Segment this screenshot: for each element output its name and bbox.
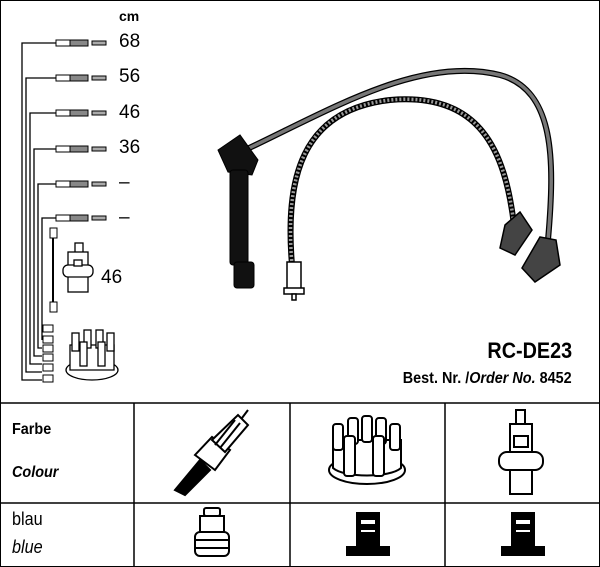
lead-length-6: – — [119, 207, 130, 228]
order-prefix: Best. Nr. / — [403, 370, 470, 387]
distributor-boot-2 — [521, 236, 561, 283]
lead-length-1: 68 — [119, 31, 141, 52]
coil-boot — [283, 261, 305, 301]
small-coil-icon — [62, 242, 94, 293]
ignition-cable-set — [243, 67, 555, 266]
spark-plug-connector-icon — [194, 507, 230, 557]
spark-plug-icon — [173, 409, 250, 497]
product-code: RC-DE23 — [487, 338, 572, 363]
lead-length-5: – — [119, 172, 130, 193]
small-distributor-icon — [65, 329, 119, 381]
colour-value-de: blau — [12, 509, 43, 529]
ignition-coil-icon — [498, 409, 544, 495]
order-number-line: Best. Nr. /Order No. 8452 — [403, 370, 572, 388]
coil-lead-length: 46 — [101, 267, 123, 288]
info-table-grid — [0, 402, 600, 566]
distributor-connector-icon — [346, 512, 390, 556]
order-label: Order No. — [469, 370, 536, 387]
distributor-boot-1 — [499, 210, 533, 256]
lead-length-2: 56 — [119, 66, 141, 87]
colour-label-en: Colour — [12, 464, 59, 481]
coil-connector-icon — [501, 512, 545, 556]
spark-plug-boot — [217, 134, 259, 289]
order-number: 8452 — [539, 370, 572, 387]
wiring-schematic — [21, 42, 56, 381]
unit-label: cm — [119, 8, 140, 24]
lead-length-3: 46 — [119, 102, 141, 123]
colour-label-de: Farbe — [12, 421, 52, 438]
colour-value-en: blue — [12, 537, 43, 557]
lead-connectors — [42, 39, 107, 383]
distributor-cap-icon — [328, 415, 406, 485]
lead-length-4: 36 — [119, 137, 141, 158]
